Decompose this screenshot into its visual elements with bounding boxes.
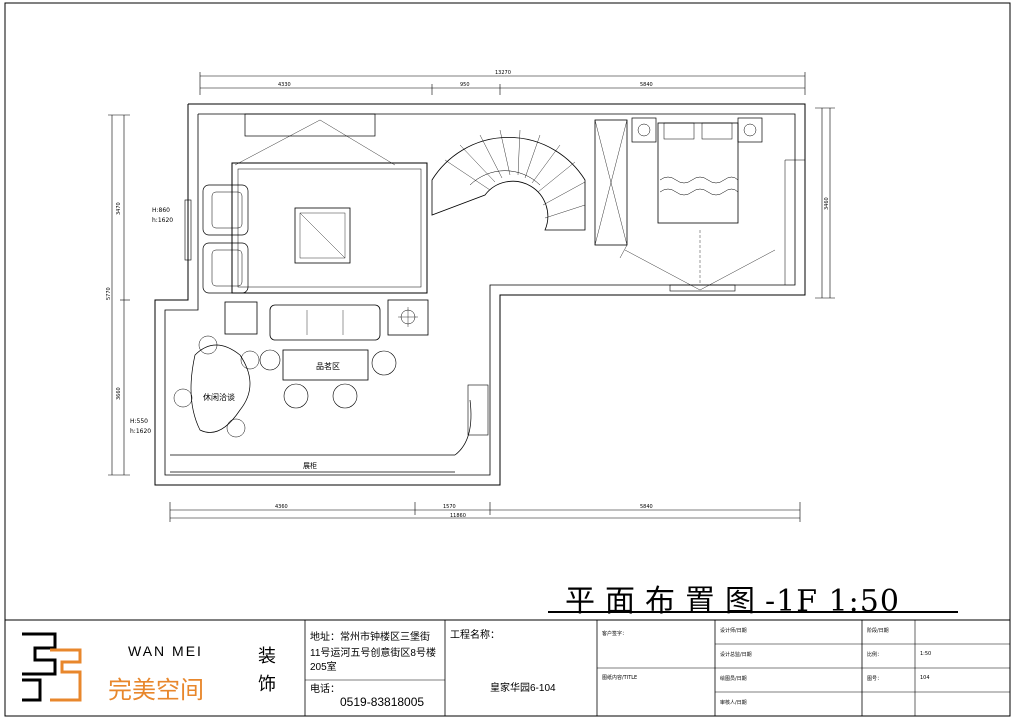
armchair-2 — [202, 242, 249, 294]
nightstand-right — [737, 117, 763, 143]
phone-number: 0519-83818005 — [340, 695, 425, 709]
lounge-table — [190, 344, 251, 433]
brand-cn: 完美空间 — [108, 677, 204, 704]
left-dimension-line — [108, 114, 130, 476]
label-tea-area: 休闲洽谈 — [203, 392, 235, 402]
drawing-title-label: 图纸内容/TITLE — [602, 675, 638, 681]
bed — [657, 122, 739, 224]
side-table-left — [224, 301, 258, 335]
label-counter: 展柜 — [303, 461, 317, 470]
spiral-staircase — [431, 129, 586, 231]
scale-label: 比例： — [867, 652, 883, 658]
sheet-border — [4, 2, 1011, 717]
outlet2-height2: h:1620 — [130, 428, 151, 435]
address-line-3: 205室 — [310, 662, 337, 673]
display-counter — [170, 384, 489, 473]
client-label: 客户签字： — [602, 631, 628, 637]
window-left — [184, 199, 192, 261]
dim-top-total: 13270 — [495, 70, 511, 76]
scale-value: 1:50 — [920, 651, 932, 657]
dim-bottom-seg2: 1570 — [443, 504, 456, 510]
drawing-title: 平面布置图-1F 1:50 — [565, 576, 900, 620]
designer-label: 设计师/日期 — [720, 628, 747, 634]
phone-label: 电话： — [310, 684, 340, 695]
sofa — [269, 304, 381, 341]
sheet-value: 104 — [920, 675, 930, 681]
deco-char-1: 装 — [258, 646, 276, 666]
armchair-1 — [202, 184, 249, 236]
dim-left-lower: 3660 — [116, 387, 122, 400]
address-line-2: 11号运河五号创意街区8号楼 — [310, 648, 436, 659]
drafter-label: 绘图员/日期 — [720, 676, 747, 682]
dim-right-bedroom: 3460 — [824, 197, 830, 210]
drawing-title-suffix: -1F 1:50 — [765, 584, 900, 619]
drawing-title-main: 平面布置图 — [565, 584, 765, 619]
bedroom-tv — [669, 284, 736, 292]
living-room-carpet — [231, 162, 428, 294]
top-dimension-line — [199, 72, 806, 95]
dim-bottom-seg1: 4360 — [275, 504, 288, 510]
project-name: 皇家华园6-104 — [490, 683, 556, 694]
stage-label: 阶段/日期 — [867, 628, 889, 634]
dim-top-seg3: 5840 — [640, 82, 653, 88]
dim-bottom-total: 11860 — [450, 513, 466, 519]
brand-en: WAN MEI — [128, 643, 203, 659]
coffee-table — [294, 207, 351, 264]
design-director-label: 设计总监/日期 — [720, 652, 752, 658]
address-line-1: 地址：常州市钟楼区三堡街 — [310, 632, 430, 643]
dim-left-total: 5770 — [106, 287, 112, 300]
outlet1-height2: h:1620 — [152, 217, 173, 224]
outlet2-height: H:550 — [130, 418, 148, 425]
project-label: 工程名称： — [450, 630, 500, 641]
side-table-right — [387, 299, 429, 336]
dim-left-upper: 3470 — [116, 202, 122, 215]
dim-bottom-seg3: 5840 — [640, 504, 653, 510]
nightstand-left — [631, 117, 657, 143]
tea-table — [282, 349, 369, 381]
sheet-label: 图号： — [867, 676, 883, 682]
tv-cabinet — [244, 113, 376, 137]
dim-top-seg1: 4330 — [278, 82, 291, 88]
outlet1-height: H:860 — [152, 207, 170, 214]
dim-top-seg2: 950 — [460, 82, 470, 88]
right-dimension-line — [815, 107, 835, 299]
bottom-dimension-line — [169, 502, 801, 522]
wardrobe — [594, 119, 628, 246]
logo-mark — [22, 632, 82, 702]
exterior-walls — [154, 103, 806, 486]
reviewer-label: 审核人/日期 — [720, 700, 747, 706]
deco-char-2: 饰 — [258, 674, 276, 694]
label-dining-area: 品茗区 — [316, 361, 340, 371]
